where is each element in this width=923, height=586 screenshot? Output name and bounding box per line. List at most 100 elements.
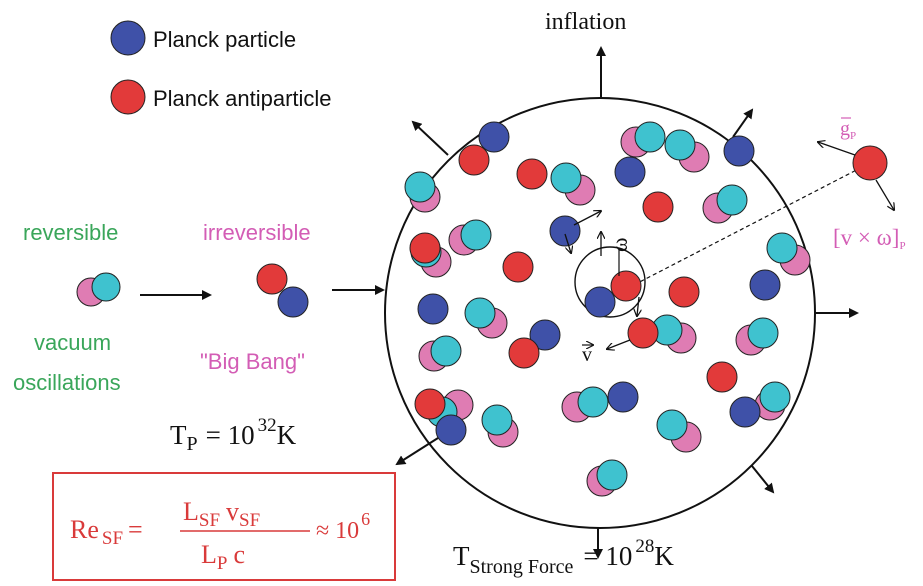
- ts-eq: = 10: [583, 541, 632, 571]
- vacuum-pair-cyan: [460, 219, 492, 251]
- svg-text:[v × ω]P: [v × ω]P: [833, 225, 906, 252]
- re-num-L: L: [183, 497, 199, 526]
- planck-particle: [614, 156, 646, 188]
- re-num-Lsub: SF: [199, 510, 220, 531]
- rotation-radius-line: [627, 162, 871, 289]
- re-eq: =: [128, 515, 143, 544]
- re-exp: 6: [361, 509, 370, 529]
- vacuum-pair-cyan: [577, 386, 609, 418]
- tp-sub: P: [187, 433, 198, 455]
- ts-unit: K: [654, 541, 674, 571]
- legend: Planck particle Planck antiparticle: [110, 20, 332, 115]
- vacuum-pair-cyan: [747, 317, 779, 349]
- re-den-L: L: [201, 540, 217, 569]
- planck-particle: [729, 396, 761, 428]
- planck-antiparticle: [668, 276, 700, 308]
- planck-antiparticle: [706, 361, 738, 393]
- g-sub: P: [850, 130, 856, 142]
- vacuum-pair-cyan: [656, 409, 688, 441]
- planck-antiparticle: [642, 191, 674, 223]
- planck-particle: [478, 121, 510, 153]
- velocity-arrow-b: [564, 233, 571, 253]
- re-lhs: Re: [70, 515, 99, 544]
- svg-text:gP: gP: [840, 118, 856, 142]
- planck-particle-icon: [110, 20, 146, 56]
- planck-antiparticle: [502, 251, 534, 283]
- inflation-arrows: [395, 46, 859, 559]
- re-num-v: v: [226, 497, 239, 526]
- g-label: g: [840, 118, 850, 140]
- planck-particle: [607, 381, 639, 413]
- tp-eq: = 10: [206, 420, 255, 450]
- planck-particle: [723, 135, 755, 167]
- vacuum-pair-cyan: [664, 129, 696, 161]
- reversible-label: reversible: [23, 220, 118, 245]
- planck-antiparticle: [627, 317, 659, 349]
- inflation-arrow-upleft: [411, 120, 449, 156]
- inflation-arrow-downleft: [395, 437, 439, 466]
- inflation-arrow-downright: [751, 465, 775, 494]
- velocity-arrow-d: [607, 339, 631, 349]
- planck-antiparticle: [458, 144, 490, 176]
- velocity-arrow-c: [637, 296, 639, 316]
- process-sequence: reversible irreversible vacuum oscillati…: [13, 220, 385, 395]
- ts-T: T: [453, 541, 470, 571]
- re-approx: ≈ 10: [316, 518, 359, 544]
- vacuum-pair-cyan: [596, 459, 628, 491]
- gravity-arrow: [818, 142, 856, 156]
- re-den-c: c: [233, 540, 245, 569]
- inflation-arrow-upright: [732, 108, 754, 138]
- re-num-vsub: SF: [239, 510, 260, 531]
- vortex-particle: [584, 286, 616, 318]
- particle-field: [404, 121, 811, 497]
- tp-unit: K: [277, 420, 297, 450]
- vortex-antiparticle: [610, 270, 642, 302]
- planck-antiparticle: [409, 232, 441, 264]
- tp-T: T: [170, 420, 187, 450]
- vacuum-pair-cyan: [766, 232, 798, 264]
- vacuum-pair-cyan: [634, 121, 666, 153]
- re-den-Lsub: P: [217, 553, 228, 574]
- vacuum-pair-cyan: [91, 272, 121, 302]
- vacuum-pair-cyan: [430, 335, 462, 367]
- oscillations-label: oscillations: [13, 370, 121, 395]
- svg-text:LPc: LPc: [201, 540, 245, 574]
- tp-exp: 32: [258, 415, 277, 436]
- vacuum-label: vacuum: [34, 330, 111, 355]
- cross-label: [v × ω]: [833, 225, 899, 250]
- ts-sub: Strong Force: [470, 556, 574, 578]
- vacuum-pair-cyan: [481, 404, 513, 436]
- inflation-label: inflation: [545, 9, 626, 35]
- irreversible-label: irreversible: [203, 220, 311, 245]
- vacuum-pair-cyan: [464, 297, 496, 329]
- velocity-arrow-a: [573, 211, 601, 226]
- planck-antiparticle: [508, 337, 540, 369]
- planck-particle: [435, 414, 467, 446]
- planck-particle: [417, 293, 449, 325]
- legend-particle-label: Planck particle: [153, 27, 296, 52]
- v-label: v: [582, 344, 592, 366]
- cross-sub: P: [899, 240, 905, 252]
- outer-antiparticle-group: gP [v × ω]P: [818, 117, 906, 252]
- planck-antiparticle-icon: [110, 79, 146, 115]
- cross-arrow: [875, 179, 894, 210]
- vacuum-pair-cyan: [550, 162, 582, 194]
- bigbang-antiparticle: [256, 263, 288, 295]
- svg-text:≈ 106: ≈ 106: [316, 509, 370, 544]
- omega-label: ω: [607, 238, 632, 252]
- planck-particle: [529, 319, 561, 351]
- vacuum-pair-cyan: [404, 171, 436, 203]
- planck-particle: [749, 269, 781, 301]
- vacuum-pair-cyan: [759, 381, 791, 413]
- planck-antiparticle: [516, 158, 548, 190]
- bigbang-particle: [277, 286, 309, 318]
- vacuum-pair-cyan: [716, 184, 748, 216]
